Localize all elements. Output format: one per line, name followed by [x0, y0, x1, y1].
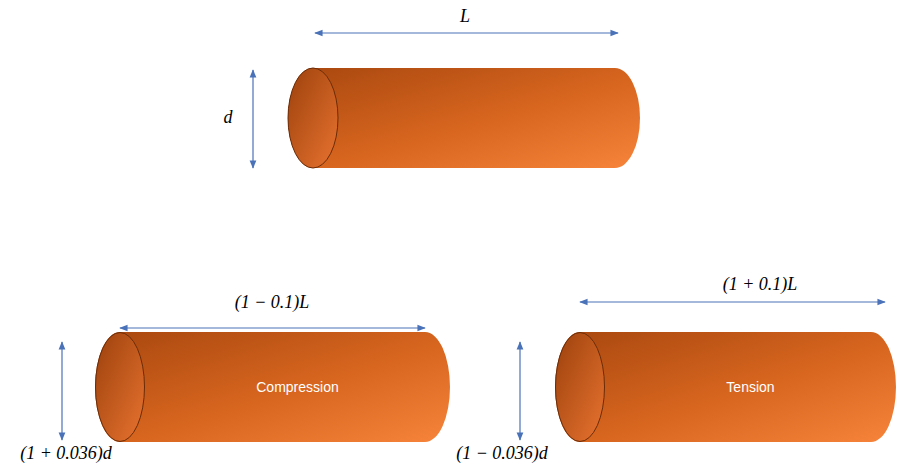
dimension-label: (1 + 0.036)d	[20, 442, 112, 463]
cylinder-outline	[555, 332, 896, 442]
dimension-label: L	[460, 6, 470, 27]
dimension-label: (1 − 0.036)d	[456, 442, 548, 463]
specimen-label: Tension	[555, 332, 896, 442]
specimen-label: Compression	[95, 332, 450, 442]
original-cylinder	[288, 68, 640, 168]
dimension-label: (1 − 0.1)L	[235, 292, 310, 313]
cylinder-specimen: Tension	[555, 332, 896, 442]
dimension-label: (1 + 0.1)L	[723, 274, 798, 295]
dimension-label: d	[224, 107, 233, 128]
cylinder-specimen: Compression	[95, 332, 450, 442]
